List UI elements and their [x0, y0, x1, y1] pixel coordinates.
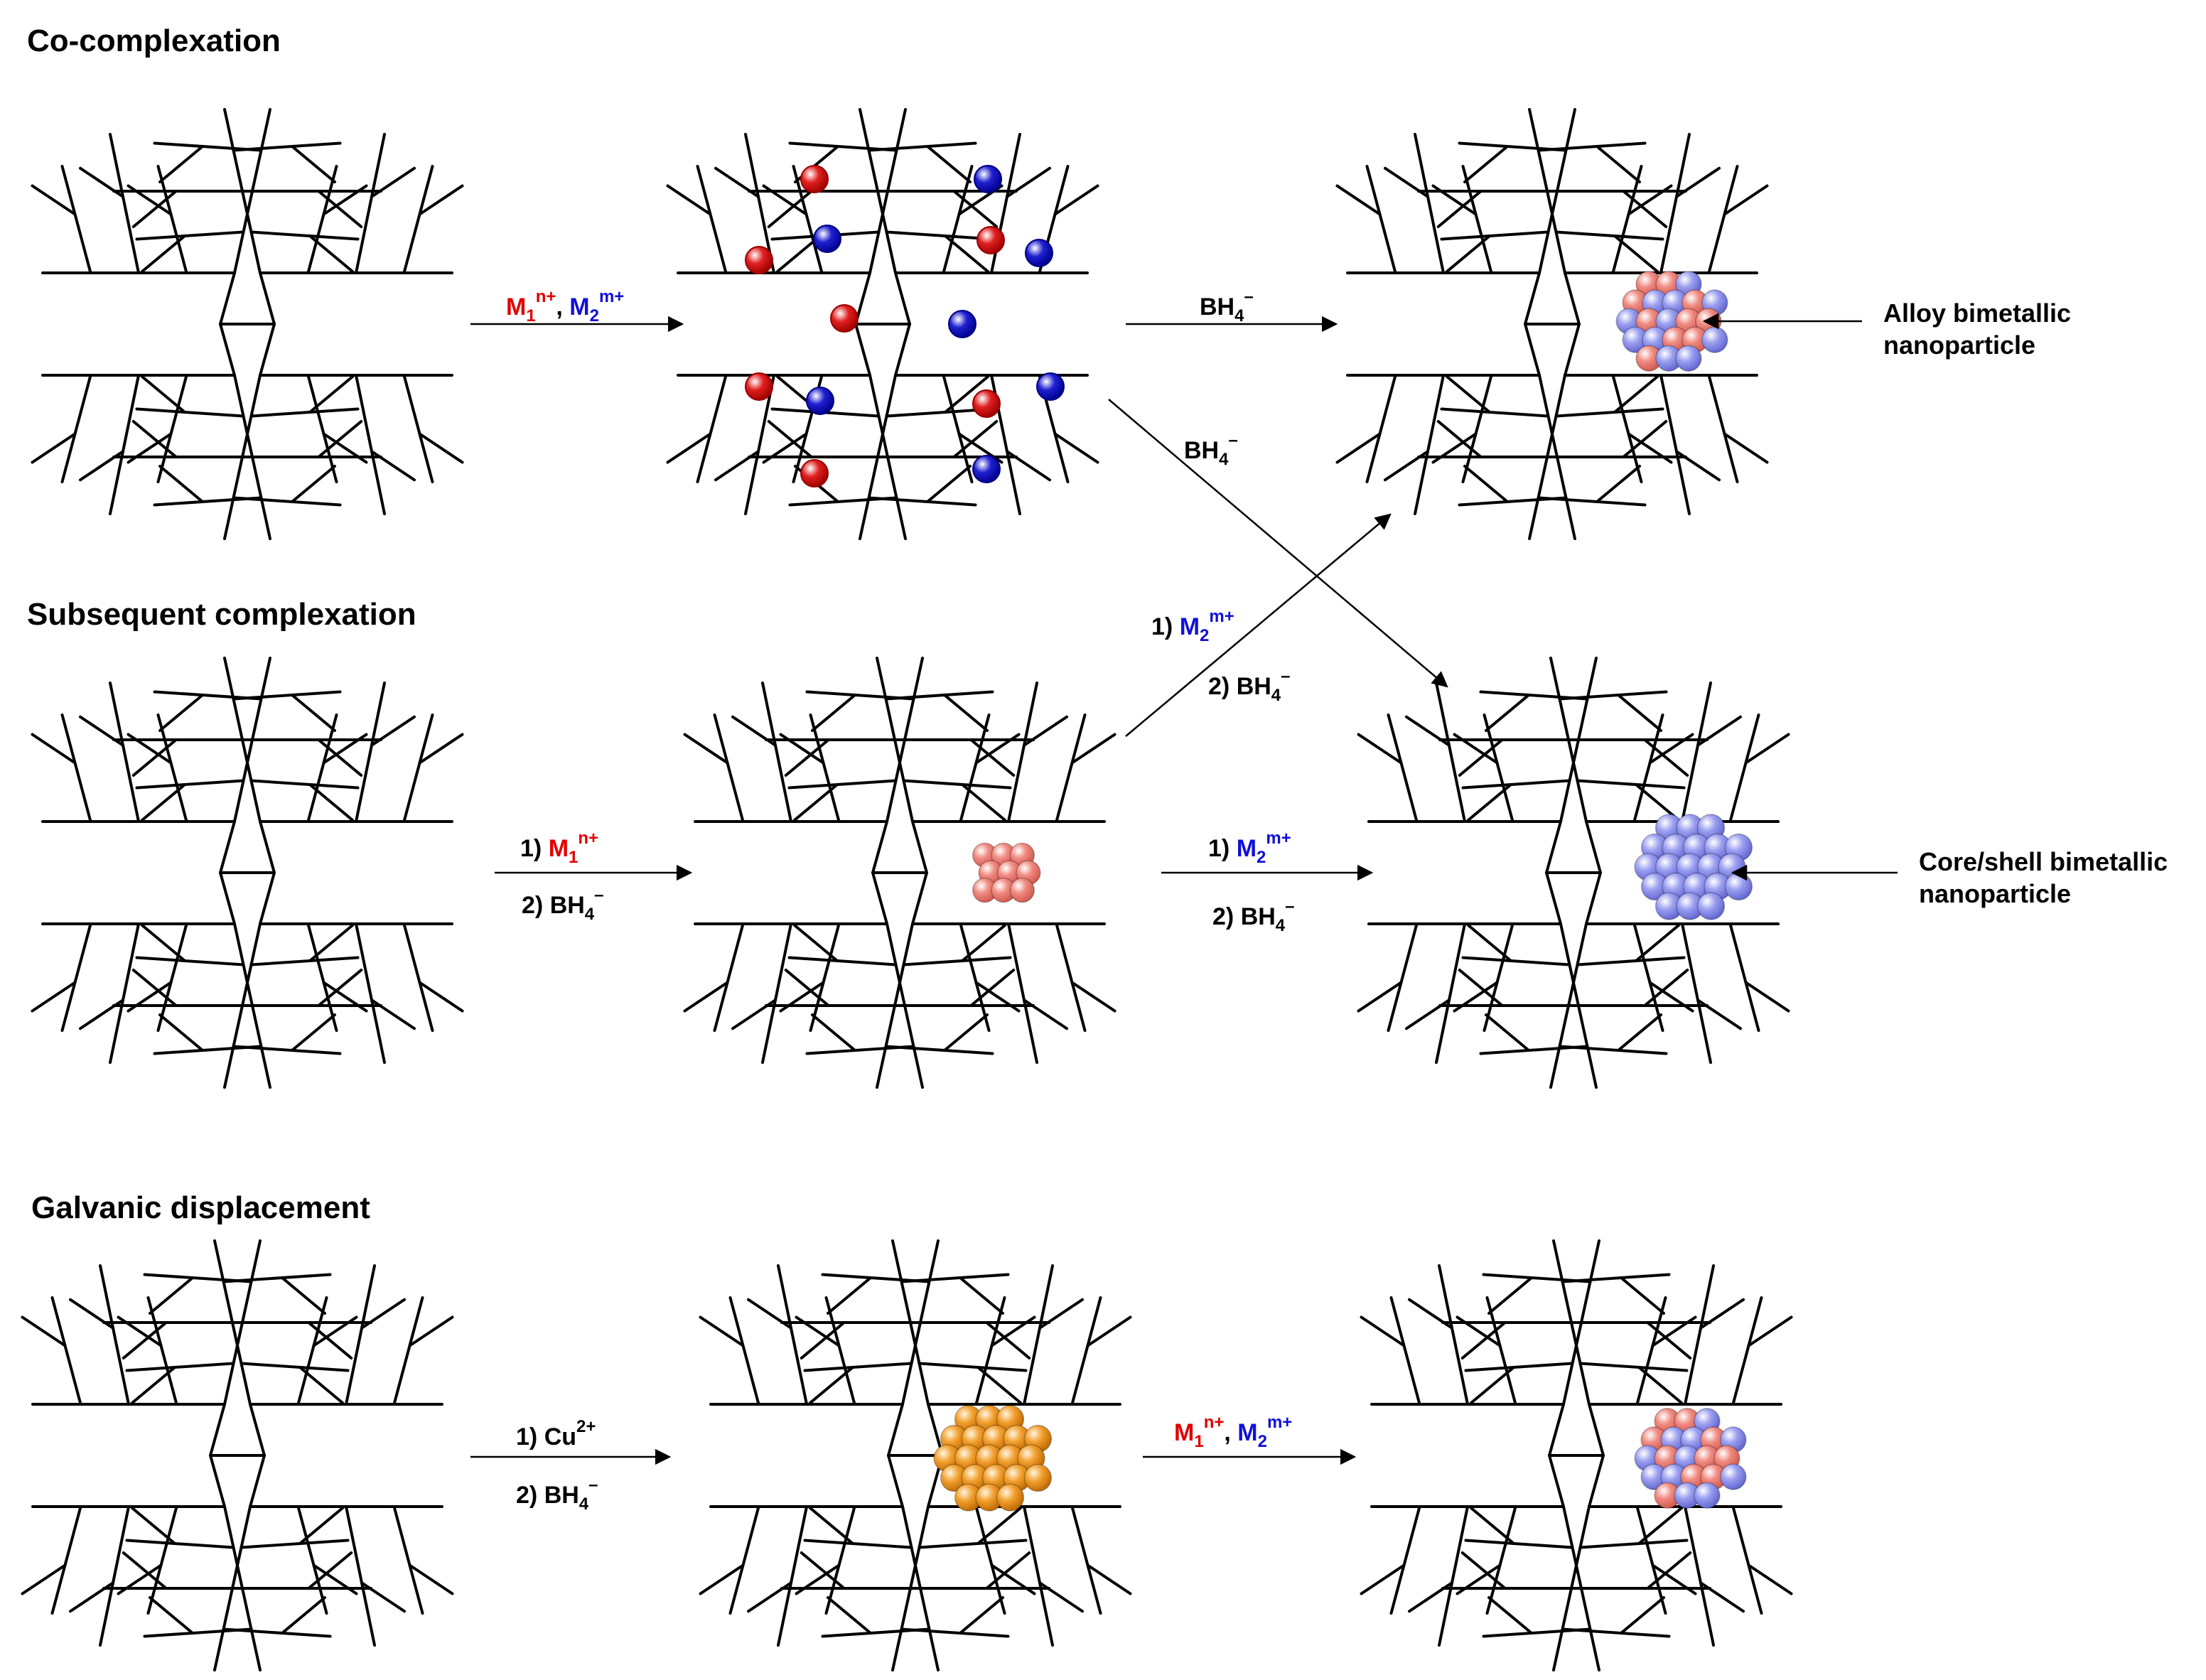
- reagent-label-step1-m1: 1) M1n+: [520, 829, 599, 867]
- ion-m2-12: [1036, 372, 1065, 401]
- arrow-diagonal-down: [1108, 399, 1448, 688]
- ion-m2-8: [948, 310, 976, 338]
- ion-m2-3: [813, 225, 841, 253]
- ion-m1-9: [745, 372, 773, 401]
- reagent-label-metal-ions: M1n+, M2m+: [506, 287, 625, 325]
- dendrimer-6: [1357, 657, 1790, 1089]
- reagent-label-step1-m2-row2: 1) M2m+: [1208, 829, 1291, 867]
- dendrimer-1: [31, 108, 464, 540]
- core-shell-nanoparticle: [1634, 814, 1753, 920]
- dendrimer-4: [31, 657, 464, 1089]
- reagent-label-step1-m2: 1) M2m+: [1151, 607, 1234, 645]
- reagent-label-step2-bh4-row2b: 2) BH4–: [1212, 897, 1295, 935]
- dendrimer-9: [1360, 1239, 1793, 1671]
- dendrimer-3: [1335, 108, 1769, 540]
- copper-nanoparticle: [933, 1405, 1053, 1512]
- ion-m2-14: [972, 455, 1001, 483]
- dendrimer-8: [699, 1239, 1132, 1671]
- reagent-label-step2-bh4-row3: 2) BH4–: [516, 1475, 598, 1514]
- arrow-diagonal-up: [1125, 513, 1392, 737]
- reagent-label-step2-bh4-row2a: 2) BH4–: [522, 885, 604, 924]
- ion-m1-13: [800, 459, 829, 488]
- reagent-label-metal-ions-row3: M1n+, M2m+: [1174, 1413, 1293, 1451]
- reagent-m1: M1n+: [506, 287, 556, 325]
- ion-m1-4: [976, 226, 1005, 254]
- reagent-label-borohydride-diagonal: BH4–: [1184, 431, 1238, 469]
- section-title-subsequent-complexation: Subsequent complexation: [27, 597, 416, 632]
- ion-m1-1: [800, 165, 829, 193]
- reagent-label-step1-cu: 1) Cu2+: [516, 1417, 596, 1450]
- reagent-label-step2-bh4-diagonal: 2) BH4–: [1208, 667, 1291, 705]
- ion-m2-10: [806, 387, 834, 415]
- dendrimer-7: [21, 1239, 454, 1671]
- ion-m2-6: [1025, 239, 1053, 267]
- reagent-label-borohydride: BH4–: [1200, 287, 1254, 325]
- metal1-nanoparticle: [972, 842, 1041, 903]
- dendrimer-5: [683, 657, 1117, 1089]
- galvanic-bimetallic-nanoparticle: [1634, 1408, 1747, 1509]
- dendrimer-2: [666, 108, 1099, 540]
- reagent-m2: M2m+: [569, 287, 625, 325]
- ion-m2-2: [974, 165, 1002, 193]
- ion-m1-11: [972, 389, 1001, 418]
- ion-m1-7: [830, 304, 859, 333]
- section-title-co-complexation: Co-complexation: [27, 23, 281, 58]
- alloy-nanoparticle: [1615, 271, 1728, 372]
- section-title-galvanic-displacement: Galvanic displacement: [31, 1190, 370, 1225]
- ion-m1-5: [745, 246, 773, 274]
